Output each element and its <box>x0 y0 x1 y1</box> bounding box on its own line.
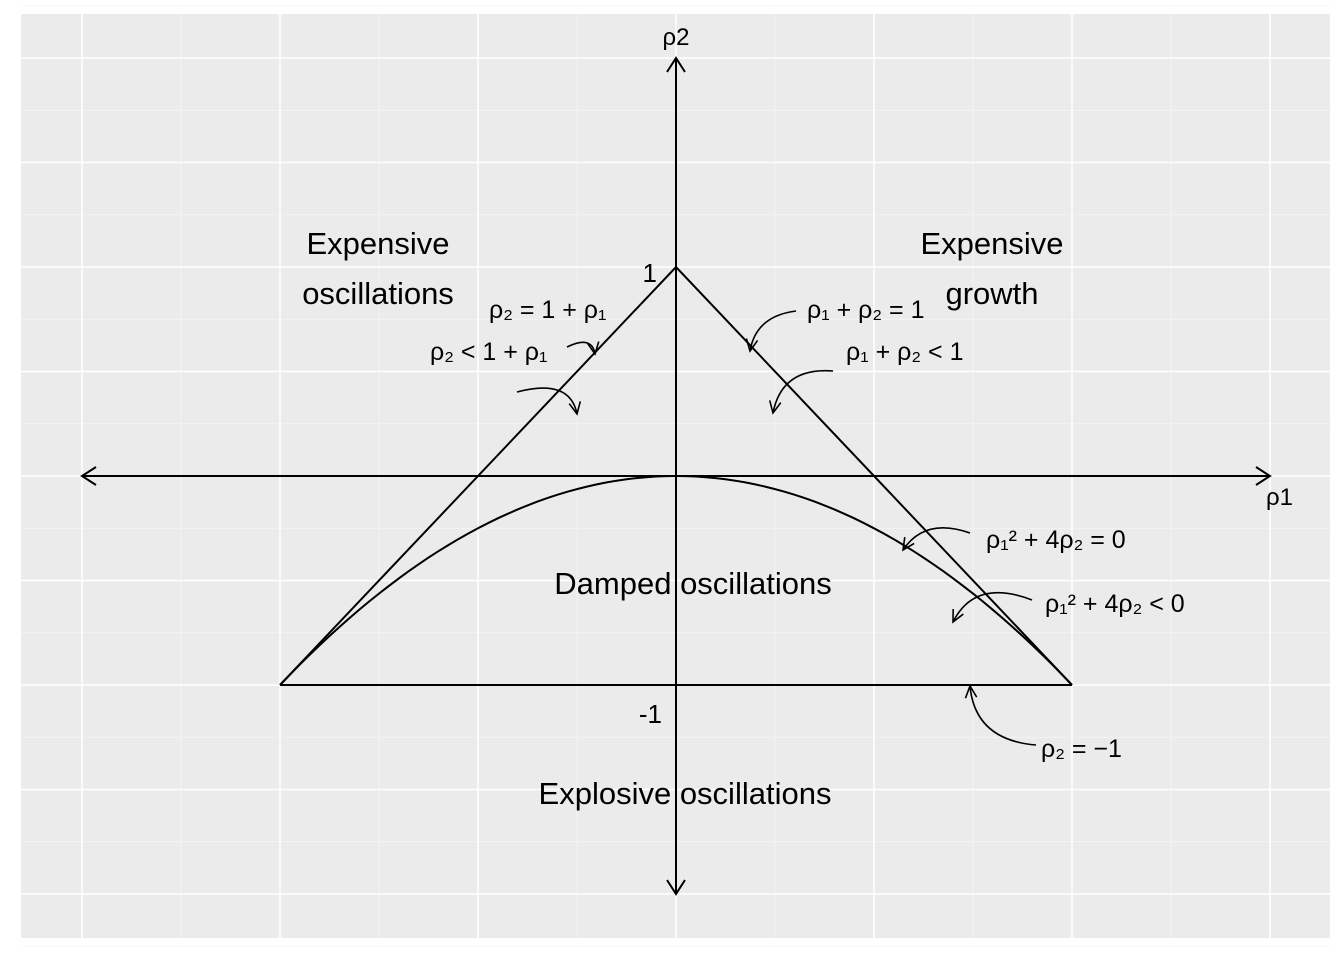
eq-parabola-region: ρ₁² + 4ρ₂ < 0 <box>1045 590 1185 618</box>
triangle-sides <box>279 265 1073 686</box>
arrow-left-region-head <box>568 401 582 416</box>
y-tick-label-1: 1 <box>643 258 657 288</box>
region-label-expensive-oscillations-line: oscillations <box>302 276 454 311</box>
y-axis-arrow-up <box>666 56 686 73</box>
arrow-right-region <box>768 369 834 415</box>
eq-right-region: ρ₁ + ρ₂ < 1 <box>846 338 963 366</box>
arrow-parabola-boundary-head <box>901 537 915 552</box>
arrow-base-head <box>964 684 978 699</box>
x-axis-label: ρ1 <box>1266 484 1293 511</box>
arrow-left-boundary-shaft <box>566 341 596 355</box>
arrow-parabola-region <box>952 591 1033 624</box>
x-axis-arrow-left <box>80 466 97 486</box>
arrow-right-boundary-head <box>745 338 759 353</box>
eq-parabola-boundary: ρ₁² + 4ρ₂ = 0 <box>986 526 1126 554</box>
arrow-parabola-boundary <box>901 527 971 552</box>
eq-right-boundary: ρ₁ + ρ₂ = 1 <box>807 296 924 324</box>
arrow-right-region-shaft <box>772 369 834 414</box>
arrow-right-region-head <box>768 400 782 415</box>
region-label-expensive-growth-line: growth <box>945 276 1038 311</box>
arrow-base-shaft <box>969 685 1037 746</box>
y-axis-arrow-down <box>666 879 686 896</box>
arrow-left-boundary-head <box>586 341 600 356</box>
y-axis-label: ρ2 <box>663 24 690 51</box>
arrow-right-boundary-shaft <box>749 310 797 352</box>
y-tick-label-neg1: -1 <box>639 699 662 729</box>
arrow-left-region <box>516 387 582 416</box>
arrow-parabola-region-shaft <box>952 591 1033 623</box>
x-axis-arrow-right <box>1255 466 1272 486</box>
chart-marks <box>80 56 1272 896</box>
arrow-parabola-boundary-shaft <box>902 527 971 551</box>
arrow-left-region-shaft <box>516 387 578 415</box>
region-label-damped-oscillations: Damped oscillations <box>554 566 831 601</box>
region-label-explosive-oscillations: Explosive oscillations <box>539 776 832 811</box>
arrow-parabola-region-head <box>952 608 964 624</box>
arrow-base <box>964 684 1037 746</box>
region-label-explosive-oscillations-line: Explosive oscillations <box>539 776 832 811</box>
parabola-curve <box>279 474 1073 686</box>
region-label-expensive-growth: Expensive growth <box>920 226 1063 311</box>
region-label-expensive-oscillations-line: Expensive <box>306 226 449 261</box>
eq-left-region: ρ₂ < 1 + ρ₁ <box>430 338 547 366</box>
arrow-right-boundary <box>745 310 797 353</box>
eq-left-boundary: ρ₂ = 1 + ρ₁ <box>489 296 606 324</box>
chart-labels: ρ1 ρ2 1 -1 Expensive oscillations Expensive gro… <box>302 24 1293 811</box>
eq-base: ρ₂ = −1 <box>1041 735 1122 763</box>
region-label-expensive-growth-line: Expensive <box>920 226 1063 261</box>
arrow-left-boundary <box>566 341 600 356</box>
region-label-expensive-oscillations: Expensive oscillations <box>302 226 454 311</box>
region-label-damped-oscillations-line: Damped oscillations <box>554 566 831 601</box>
